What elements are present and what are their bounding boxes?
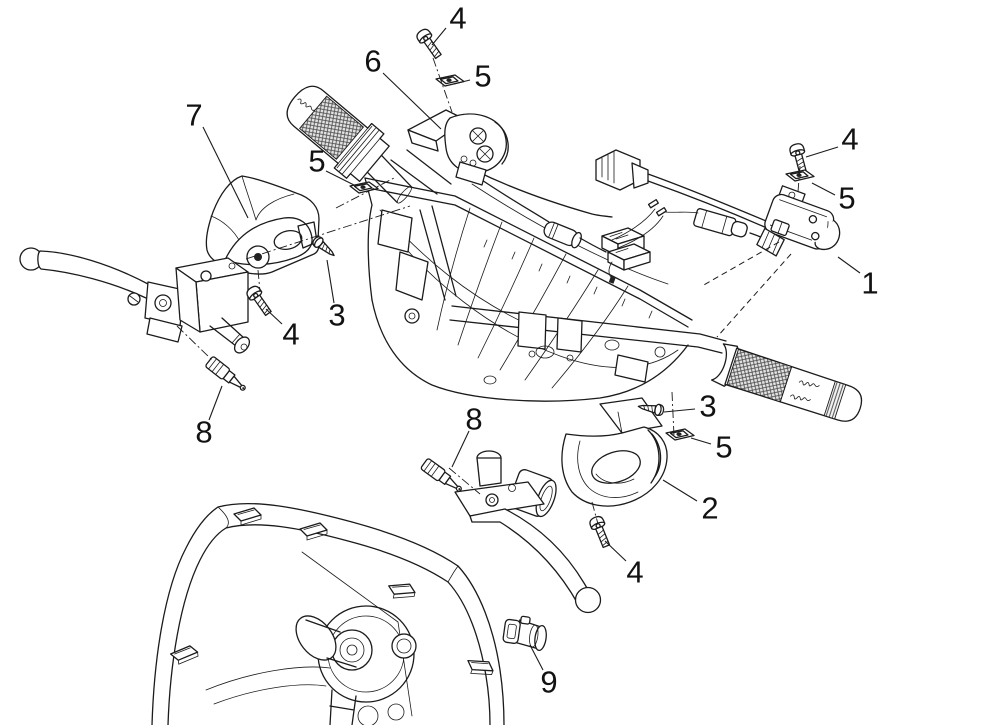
callout-3: 3 xyxy=(326,259,346,333)
fairing-tab xyxy=(463,654,497,681)
callout-5: 5 xyxy=(308,144,357,187)
callout-label: 3 xyxy=(699,389,716,424)
stop-switch-left xyxy=(204,355,250,395)
callout-leader-line xyxy=(431,27,447,46)
callout-8: 8 xyxy=(195,385,223,450)
callout-4: 4 xyxy=(805,122,859,158)
callout-label: 5 xyxy=(308,144,325,179)
clip-5-mid-left xyxy=(349,181,379,194)
handlebar-cover-right xyxy=(561,397,668,507)
callout-9: 9 xyxy=(529,644,558,700)
right-handlebar-grip xyxy=(710,343,863,422)
callout-label: 1 xyxy=(861,266,878,301)
callout-label: 7 xyxy=(185,98,202,133)
callout-4: 4 xyxy=(431,1,467,46)
callout-label: 9 xyxy=(540,665,557,700)
callout-1: 1 xyxy=(837,256,879,301)
screw-4-top xyxy=(414,26,445,62)
callout-4: 4 xyxy=(265,308,300,352)
screw-4-bottom xyxy=(587,514,614,550)
handlebar-frame xyxy=(364,149,727,402)
wiring-harness-connector xyxy=(595,149,649,191)
callout-leader-line xyxy=(805,146,839,158)
cable-connector-stack xyxy=(601,227,651,271)
callout-label: 8 xyxy=(465,402,482,437)
callout-leader-line xyxy=(690,437,712,445)
assembly-axes xyxy=(176,57,801,525)
callout-leader-line xyxy=(382,72,442,130)
fairing-tab xyxy=(299,522,328,541)
fairing-tab xyxy=(233,507,262,526)
callout-leader-line xyxy=(811,182,836,196)
callout-leader-line xyxy=(208,385,223,421)
left-brake-lever-assembly xyxy=(19,247,251,354)
cable-sleeve xyxy=(543,221,582,249)
callout-label: 2 xyxy=(701,491,718,526)
callout-3: 3 xyxy=(663,389,717,424)
fairing-tab xyxy=(385,579,418,603)
right-switch-assembly xyxy=(756,185,841,257)
handlebar-cover-left xyxy=(205,175,320,275)
right-brake-lever-assembly xyxy=(419,450,602,614)
cable-adjuster xyxy=(693,208,748,238)
callout-leader-line xyxy=(326,259,335,304)
callout-5: 5 xyxy=(690,430,733,465)
callout-8: 8 xyxy=(451,402,483,468)
callout-label: 4 xyxy=(282,317,299,352)
screw-3-left xyxy=(310,234,339,261)
callout-leader-line xyxy=(663,408,696,413)
callout-label: 5 xyxy=(715,430,732,465)
alignment-dash-switch1-b xyxy=(716,253,792,338)
wiring-harness xyxy=(471,149,779,285)
callout-leader-line xyxy=(604,540,627,562)
callout-label: 6 xyxy=(364,44,381,79)
callout-leader-line xyxy=(529,644,544,671)
callout-5: 5 xyxy=(453,59,492,94)
callout-6: 6 xyxy=(364,44,442,130)
callout-label: 5 xyxy=(838,181,855,216)
callout-leader-line xyxy=(265,308,283,325)
left-handlebar-grip xyxy=(286,85,413,204)
clip-5-top xyxy=(435,74,465,87)
callout-label: 3 xyxy=(328,298,345,333)
callout-4: 4 xyxy=(604,540,644,590)
alignment-dash-switch1-a xyxy=(701,241,780,287)
callout-leader-line xyxy=(325,170,357,187)
push-button xyxy=(502,615,547,652)
callout-leader-line xyxy=(662,479,698,502)
callout-2: 2 xyxy=(662,479,719,526)
light-switch-unit xyxy=(407,109,509,186)
callout-label: 4 xyxy=(626,555,643,590)
callout-leader-line xyxy=(837,256,861,274)
callout-leader-line xyxy=(451,430,470,468)
callout-label: 8 xyxy=(195,415,212,450)
clip-5-lower-right xyxy=(665,428,695,441)
front-fairing-panel xyxy=(151,502,505,725)
callout-5: 5 xyxy=(811,181,856,216)
callout-label: 4 xyxy=(449,1,466,36)
callout-label: 4 xyxy=(841,122,858,157)
callout-leader-line xyxy=(202,126,249,219)
callout-leader-line xyxy=(453,79,471,85)
callout-label: 5 xyxy=(474,59,491,94)
fairing-tab xyxy=(169,644,200,666)
stop-switch-right xyxy=(419,457,466,496)
callout-7: 7 xyxy=(185,98,249,219)
